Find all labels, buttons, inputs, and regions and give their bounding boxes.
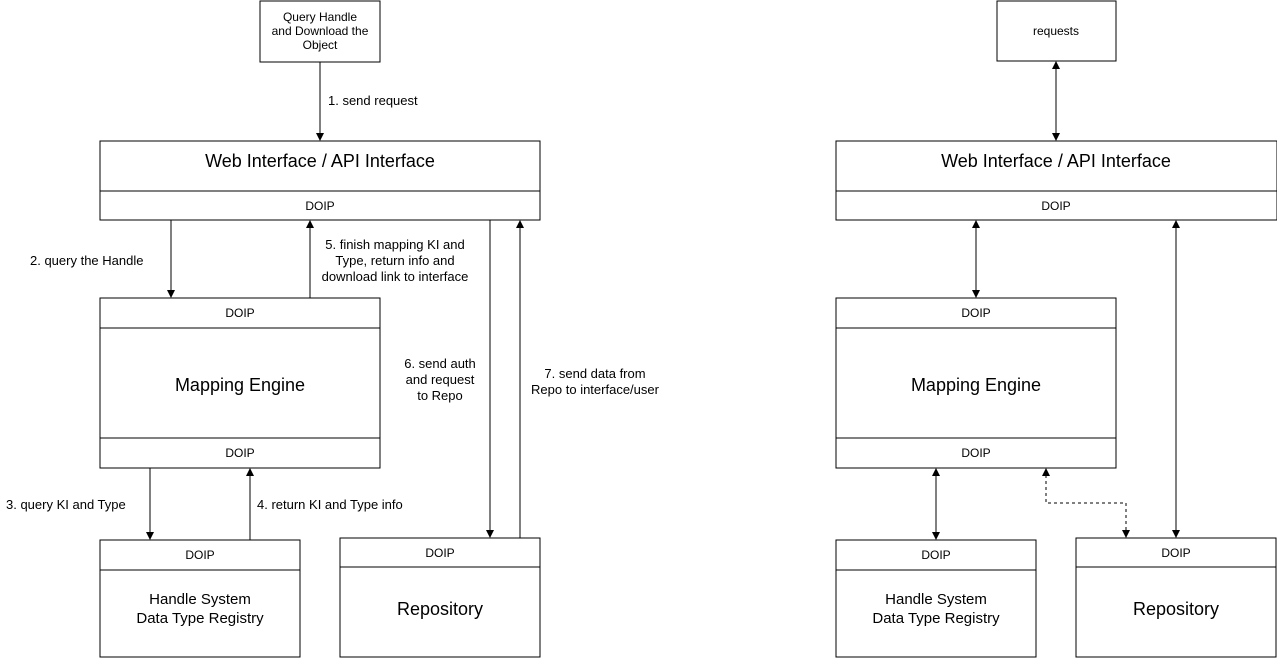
mapping-engine-box: DOIP Mapping Engine DOIP — [99, 297, 381, 469]
handle-system-doip-right: DOIP — [921, 548, 950, 562]
mapping-engine-doip-bottom: DOIP — [225, 446, 254, 460]
query-handle-box: Query Handle and Download the Object — [259, 0, 381, 63]
mapping-engine-title-right: Mapping Engine — [911, 375, 1041, 395]
handle-system-line-2: Data Type Registry — [136, 610, 264, 627]
handle-system-line-1: Handle System — [149, 591, 251, 608]
mapping-engine-doip-bottom-right: DOIP — [961, 446, 990, 460]
handle-system-line-2-right: Data Type Registry — [872, 610, 1000, 627]
query-handle-line-3: Object — [303, 38, 338, 52]
edge-label-5-line-3: download link to interface — [322, 269, 469, 284]
web-interface-doip-right: DOIP — [1041, 199, 1070, 213]
left-diagram: Query Handle and Download the Object Web… — [6, 0, 660, 658]
dashed-arrow-mapping-repository — [1042, 468, 1130, 538]
handle-system-box: DOIP Handle System Data Type Registry — [99, 539, 301, 658]
mapping-engine-title: Mapping Engine — [175, 375, 305, 395]
edge-label-5-line-1: 5. finish mapping KI and — [325, 237, 464, 252]
web-interface-doip: DOIP — [305, 199, 334, 213]
edge-label-4: 4. return KI and Type info — [257, 497, 403, 512]
web-interface-box-right: Web Interface / API Interface DOIP — [835, 140, 1277, 221]
edge-label-6-line-3: to Repo — [417, 388, 463, 403]
edge-label-7-line-1: 7. send data from — [544, 366, 645, 381]
right-diagram: requests Web Interface / API Interface D… — [835, 0, 1277, 658]
handle-system-doip: DOIP — [185, 548, 214, 562]
repository-doip-right: DOIP — [1161, 546, 1190, 560]
web-interface-title: Web Interface / API Interface — [205, 151, 435, 171]
web-interface-title-right: Web Interface / API Interface — [941, 151, 1171, 171]
edge-label-2: 2. query the Handle — [30, 253, 143, 268]
mapping-engine-box-right: DOIP Mapping Engine DOIP — [835, 297, 1117, 469]
mapping-engine-doip-top: DOIP — [225, 306, 254, 320]
repository-box: DOIP Repository — [339, 537, 541, 658]
requests-label: requests — [1033, 24, 1079, 38]
repository-title: Repository — [397, 599, 483, 619]
mapping-engine-doip-top-right: DOIP — [961, 306, 990, 320]
edge-label-7-line-2: Repo to interface/user — [531, 382, 660, 397]
edge-label-1: 1. send request — [328, 93, 418, 108]
repository-box-right: DOIP Repository — [1075, 537, 1277, 658]
requests-box: requests — [996, 0, 1117, 62]
edge-label-5-line-2: Type, return info and — [335, 253, 454, 268]
handle-system-box-right: DOIP Handle System Data Type Registry — [835, 539, 1037, 658]
repository-title-right: Repository — [1133, 599, 1219, 619]
handle-system-line-1-right: Handle System — [885, 591, 987, 608]
repository-doip: DOIP — [425, 546, 454, 560]
edge-label-6-line-2: and request — [406, 372, 475, 387]
query-handle-line-2: and Download the — [272, 24, 369, 38]
edge-label-3: 3. query KI and Type — [6, 497, 126, 512]
web-interface-box: Web Interface / API Interface DOIP — [99, 140, 541, 221]
query-handle-line-1: Query Handle — [283, 10, 357, 24]
edge-label-6-line-1: 6. send auth — [404, 356, 476, 371]
